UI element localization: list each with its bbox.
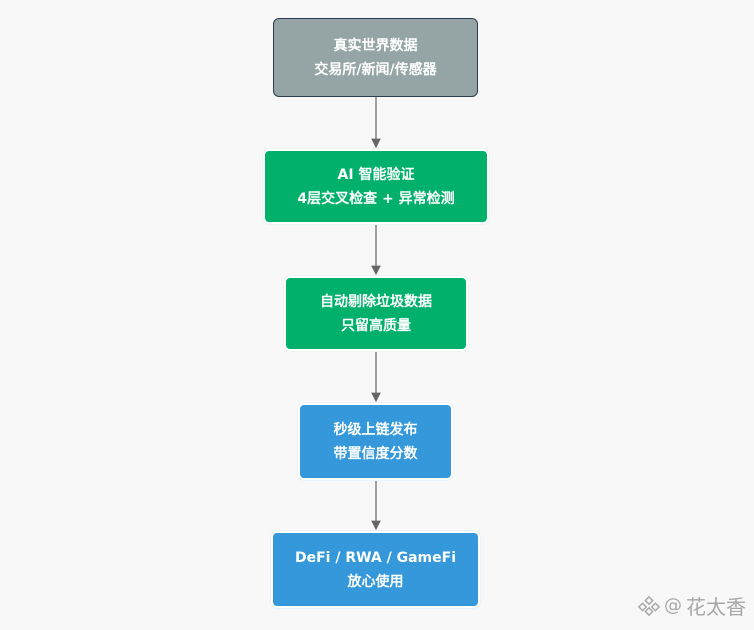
watermark-at: @ (664, 595, 682, 616)
node-title: 真实世界数据 (333, 37, 418, 54)
node-subtitle: 交易所/新闻/传感器 (314, 61, 437, 78)
watermark: @ 花太香 (638, 591, 746, 620)
node-defi-usage: DeFi / RWA / GameFi 放心使用 (271, 531, 480, 608)
binance-diamond-icon (638, 595, 660, 616)
node-title: 自动剔除垃圾数据 (320, 293, 432, 310)
node-subtitle: 4层交叉检查 + 异常检测 (297, 190, 455, 207)
node-ai-verification: AI 智能验证 4层交叉检查 + 异常检测 (263, 149, 489, 224)
node-subtitle: 放心使用 (347, 573, 404, 590)
node-subtitle: 只留高质量 (341, 317, 411, 334)
node-filter-junk-data: 自动剔除垃圾数据 只留高质量 (284, 276, 468, 351)
node-title: DeFi / RWA / GameFi (294, 549, 456, 566)
node-title: AI 智能验证 (337, 166, 415, 183)
node-title: 秒级上链发布 (333, 421, 418, 438)
node-subtitle: 带置信度分数 (333, 445, 418, 462)
node-real-world-data: 真实世界数据 交易所/新闻/传感器 (273, 18, 478, 97)
watermark-name: 花太香 (686, 595, 746, 619)
node-onchain-publish: 秒级上链发布 带置信度分数 (298, 403, 453, 480)
